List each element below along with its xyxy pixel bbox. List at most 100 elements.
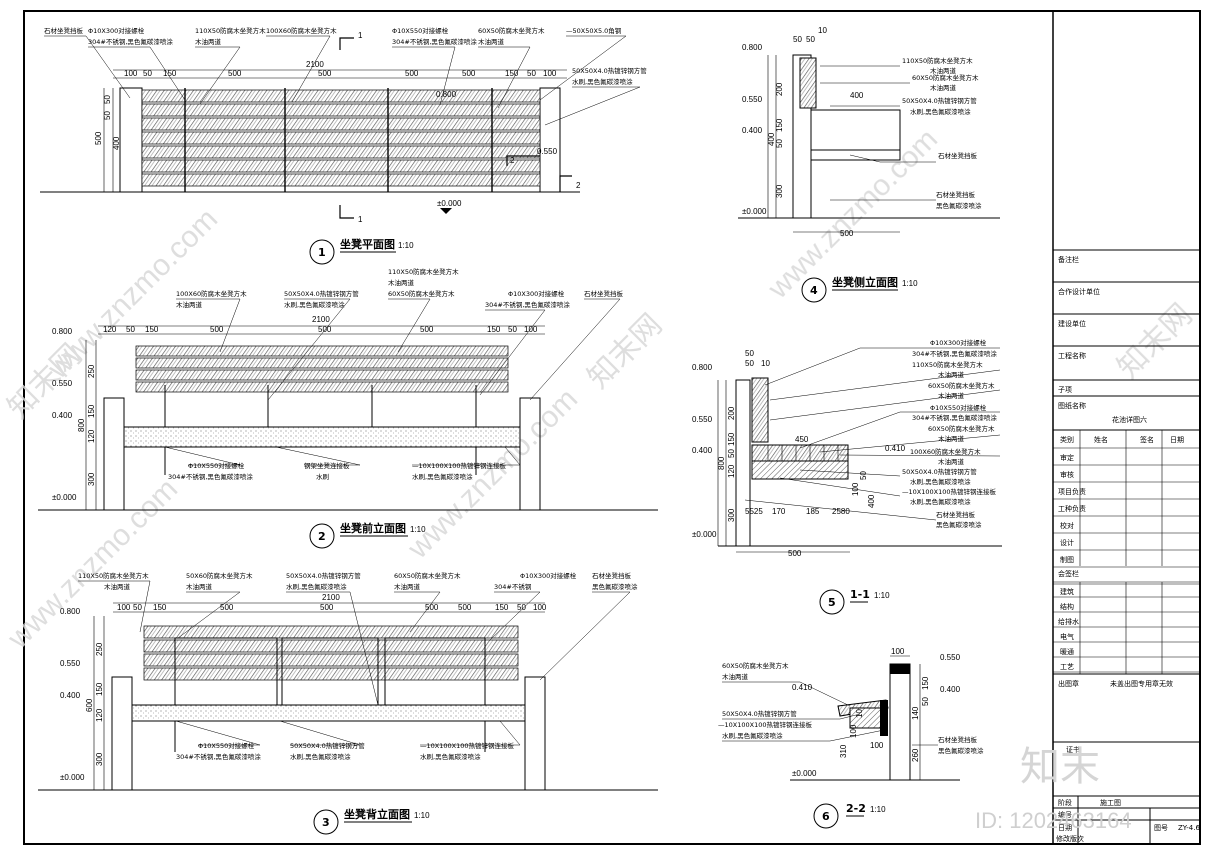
- sec11-note: 木油两道: [938, 434, 965, 443]
- section-mark-2-right: 2: [576, 181, 581, 190]
- plan-note: 50X50X4.0热镀锌钢方管: [572, 66, 647, 75]
- plan-overall-dim: 2100: [306, 60, 324, 69]
- side-levels: 0.800 0.550 0.400 ±0.000: [742, 43, 767, 216]
- id-watermark: ID: 1202463164: [975, 808, 1132, 833]
- tb-role: 项目负责: [1058, 487, 1086, 496]
- front-note: 水刷: [316, 472, 329, 481]
- sec11-dim: 500: [788, 549, 802, 558]
- plan-dim: 50: [143, 69, 152, 78]
- section-cut-marks: [339, 37, 572, 219]
- tb-bottom-label: 阶段: [1058, 798, 1072, 807]
- tb-cert-label: 证书: [1066, 745, 1080, 754]
- back-dim: 150: [495, 603, 509, 612]
- sec22-plate: [880, 700, 888, 736]
- sec11-level: 0.400: [692, 446, 713, 455]
- view-scale: 1:10: [874, 591, 890, 600]
- sec11-note: 木油两道: [938, 370, 965, 379]
- sec11-notes: Φ10X300对接螺栓 304#不锈钢,黑色氟碳漆喷涂 110X50防腐木坐凳方…: [902, 338, 997, 529]
- plan-note: 石材坐凳挡板: [44, 26, 84, 35]
- view-number: 5: [828, 596, 836, 609]
- back-frame-panels: [174, 637, 486, 752]
- plan-note: 木油两道: [478, 37, 505, 46]
- front-note: 钢架坐凳连接板: [304, 461, 350, 470]
- sec22-dim: 10: [855, 709, 864, 718]
- title-block: 备注栏 合作设计单位 建设单位 工程名称 子项 图纸名称 花池详图六 类别 姓名…: [1052, 11, 1200, 844]
- front-slat: [135, 369, 509, 381]
- back-backrest-slats: [143, 625, 519, 681]
- back-overall-dim: 2100: [322, 593, 340, 602]
- sec22-note: 木油两道: [722, 672, 749, 681]
- side-note: 石材坐凳挡板: [938, 151, 978, 160]
- plan-stone-end-left: [119, 87, 143, 193]
- plan-slat: [141, 131, 541, 145]
- side-elevation: 50 50 10 200 150 50 400 300 500 400 0.80…: [738, 26, 1000, 303]
- back-level: 0.550: [60, 659, 81, 668]
- side-note: 黑色氟碳漆喷涂: [936, 201, 982, 210]
- front-stone-end-right: [519, 397, 541, 511]
- plan-side-dim: 50: [103, 95, 112, 104]
- side-leaders: [820, 65, 936, 201]
- front-note: 50X50X4.0热镀锌钢方管: [284, 289, 359, 298]
- view-scale: 1:10: [870, 805, 886, 814]
- front-note: 100X60防腐木坐凳方木: [176, 289, 247, 298]
- tb-role: 校对: [1060, 521, 1074, 530]
- tb-bottom-label: 编号: [1058, 810, 1072, 819]
- side-dim: 50: [793, 35, 802, 44]
- side-note: 水刷,黑色氟碳漆喷涂: [910, 107, 971, 116]
- back-note: 60X50防腐木坐凳方木: [394, 571, 461, 580]
- back-left-dim: 150: [95, 682, 104, 696]
- tb-bottom-value: 施工图: [1100, 798, 1121, 807]
- side-seat-profile: [810, 109, 901, 161]
- plan-note: 100X60防腐木坐凳方木: [266, 26, 337, 35]
- side-dim: 500: [840, 229, 854, 238]
- view-scale: 1:10: [902, 279, 918, 288]
- front-overall-dim: 2100: [312, 315, 330, 324]
- sec22-dim: 140: [911, 706, 920, 720]
- tb-header-cell: 签名: [1140, 435, 1154, 444]
- plan-levels: 0.800 0.550 ±0.000: [436, 90, 558, 214]
- brand-watermark: 知末: [1020, 744, 1100, 790]
- front-level: ±0.000: [52, 493, 77, 502]
- side-note: 石材坐凳挡板: [936, 190, 976, 199]
- back-note: 水刷,黑色氟碳漆喷涂: [286, 582, 347, 591]
- back-levels: 0.800 0.550 0.400 ±0.000: [60, 607, 85, 782]
- front-dim: 50: [126, 325, 135, 334]
- plan-note: 60X50防腐木坐凳方木: [478, 26, 545, 35]
- sec22-stone-end: [889, 663, 911, 781]
- side-note: 50X50X4.0热镀锌钢方管: [902, 96, 977, 105]
- side-dim: 50: [806, 35, 815, 44]
- view-title: 坐凳平面图: [340, 237, 395, 251]
- tb-row-label: 合作设计单位: [1058, 287, 1100, 296]
- plan-notes: 石材坐凳挡板 Φ10X300对接螺栓 304#不锈钢,黑色氟碳漆喷涂 110X5…: [44, 26, 647, 86]
- sec22-note: 石材坐凳挡板: [938, 735, 978, 744]
- plan-stone-end-right: [539, 87, 561, 193]
- back-note: Φ10X550对接螺栓: [198, 741, 255, 750]
- plan-note: 304#不锈钢,黑色氟碳漆喷涂: [88, 37, 173, 46]
- view-title: 坐凳背立面图: [344, 807, 410, 821]
- sec11-leaders: [744, 347, 1001, 521]
- view-number-circle: [309, 523, 335, 549]
- sec11-note: 木油两道: [938, 457, 965, 466]
- plan-dim: 150: [163, 69, 177, 78]
- view-title: 坐凳侧立面图: [832, 275, 898, 289]
- front-left-dim: 120: [87, 429, 96, 443]
- front-leaders: [164, 298, 621, 466]
- tb-sign-grid: [1053, 430, 1200, 674]
- tb-discipline: 电气: [1060, 632, 1074, 641]
- sec22-note: 50X50X4.0热镀锌钢方管: [722, 709, 797, 718]
- front-seat-frame: [123, 426, 521, 448]
- side-level: 0.400: [742, 126, 763, 135]
- plan-note: Φ10X300对接螺栓: [88, 26, 145, 35]
- front-level: 0.550: [52, 379, 73, 388]
- view-number-circle: [309, 239, 335, 265]
- sec11-dim: 120: [727, 464, 736, 478]
- view-number-circle: [813, 803, 839, 829]
- plan-slat: [141, 173, 541, 187]
- view-number-circle: [313, 809, 339, 835]
- plan-slats: [141, 88, 541, 192]
- front-left-dim: 800: [77, 418, 86, 432]
- sec11-dim: 800: [717, 456, 726, 470]
- back-dim: 500: [220, 603, 234, 612]
- front-legs: [164, 385, 477, 475]
- back-dim: 500: [458, 603, 472, 612]
